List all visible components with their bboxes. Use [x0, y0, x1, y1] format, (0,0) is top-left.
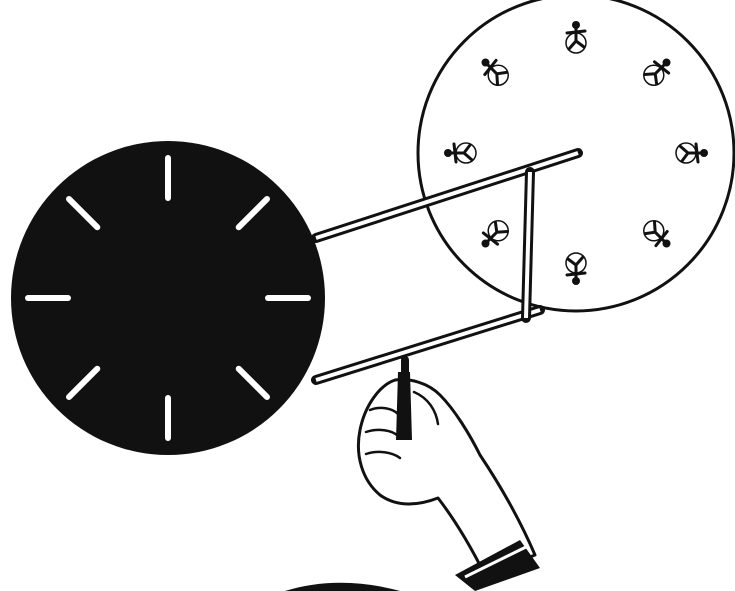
slotted-disc-hub [160, 290, 176, 306]
slotted-disc [11, 141, 325, 455]
finger-1 [370, 408, 398, 414]
finger-3 [366, 452, 400, 458]
finger-2 [366, 430, 398, 436]
bottom-edge-mark [285, 583, 400, 591]
handle-grip [396, 372, 412, 440]
hand-holding-handle-icon [358, 372, 540, 591]
thumb [414, 392, 438, 424]
frame-bottom-rail-inner [316, 310, 540, 380]
